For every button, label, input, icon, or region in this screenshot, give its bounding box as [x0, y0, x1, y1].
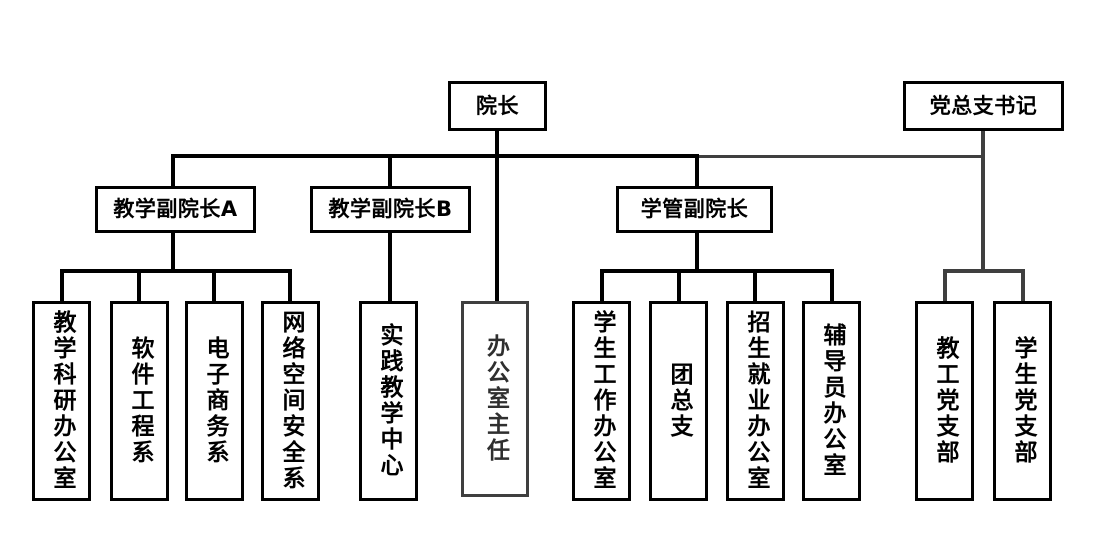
node-ecommerce-dept[interactable]: 电子商务系 [185, 301, 244, 501]
connector-dean-stem [495, 130, 499, 157]
node-teaching-research-office[interactable]: 教学科研办公室 [32, 301, 91, 501]
node-staff-party-branch-label: 教工党支部 [932, 336, 958, 466]
node-student-affairs-office[interactable]: 学生工作办公室 [572, 301, 631, 501]
connector-drop-counselor-office [830, 269, 834, 302]
connector-drop-office-director [495, 154, 499, 302]
node-party-secretary-label: 党总支书记 [929, 93, 1038, 118]
node-student-party-branch-label: 学生党支部 [1010, 336, 1036, 466]
connector-subbus-student-affairs [600, 269, 834, 273]
connector-vice-dean-a-stem [171, 232, 175, 272]
node-cyberspace-security-dept[interactable]: 网络空间安全系 [261, 301, 320, 501]
node-software-engineering-dept[interactable]: 软件工程系 [110, 301, 169, 501]
node-practice-teaching-center-label: 实践教学中心 [376, 323, 402, 479]
connector-drop-teaching-research-office [60, 269, 64, 302]
node-student-affairs-office-label: 学生工作办公室 [589, 310, 615, 492]
node-vice-dean-teaching-a[interactable]: 教学副院长A [95, 186, 256, 233]
connector-main-bus [171, 154, 699, 158]
connector-party-secretary-stem [981, 130, 985, 271]
connector-vice-dean-b-stem [388, 232, 392, 302]
connector-drop-cyberspace-security [288, 269, 292, 302]
node-vice-dean-teaching-a-label: 教学副院长A [113, 197, 238, 222]
connector-drop-vice-dean-student [695, 154, 699, 187]
node-staff-party-branch[interactable]: 教工党支部 [915, 301, 974, 501]
node-dean[interactable]: 院长 [448, 81, 547, 131]
node-cyberspace-security-dept-label: 网络空间安全系 [278, 310, 304, 492]
node-party-secretary[interactable]: 党总支书记 [903, 81, 1064, 131]
connector-drop-student-party-branch [1021, 269, 1025, 302]
connector-drop-vice-dean-b [388, 154, 392, 187]
connector-drop-software-engineering [137, 269, 141, 302]
node-practice-teaching-center[interactable]: 实践教学中心 [359, 301, 418, 501]
node-youth-league-branch-label: 团总支 [666, 362, 692, 440]
node-dean-label: 院长 [476, 93, 519, 118]
node-youth-league-branch[interactable]: 团总支 [649, 301, 708, 501]
node-student-party-branch[interactable]: 学生党支部 [993, 301, 1052, 501]
connector-drop-staff-party-branch [943, 269, 947, 302]
node-office-director-label: 办公室主任 [482, 334, 509, 464]
node-ecommerce-dept-label: 电子商务系 [202, 336, 228, 466]
node-vice-dean-teaching-b[interactable]: 教学副院长B [310, 186, 471, 233]
node-vice-dean-teaching-b-label: 教学副院长B [328, 197, 453, 222]
node-office-director[interactable]: 办公室主任 [461, 301, 529, 497]
connector-drop-vice-dean-a [171, 154, 175, 187]
node-admissions-employment-office-label: 招生就业办公室 [743, 310, 769, 492]
node-vice-dean-student[interactable]: 学管副院长 [616, 186, 773, 233]
connector-drop-student-affairs-office [600, 269, 604, 302]
connector-bus-to-party-secretary [697, 155, 985, 158]
connector-vice-dean-student-stem [695, 232, 699, 272]
connector-subbus-party-branches [943, 269, 1025, 273]
node-vice-dean-student-label: 学管副院长 [640, 197, 749, 222]
node-admissions-employment-office[interactable]: 招生就业办公室 [726, 301, 785, 501]
connector-drop-admissions-employment [753, 269, 757, 302]
node-counselor-office[interactable]: 辅导员办公室 [802, 301, 861, 501]
connector-subbus-teaching-a [60, 269, 292, 273]
node-software-engineering-dept-label: 软件工程系 [127, 336, 153, 466]
connector-drop-youth-league [677, 269, 681, 302]
node-teaching-research-office-label: 教学科研办公室 [49, 310, 75, 492]
connector-drop-ecommerce [212, 269, 216, 302]
node-counselor-office-label: 辅导员办公室 [819, 323, 845, 479]
